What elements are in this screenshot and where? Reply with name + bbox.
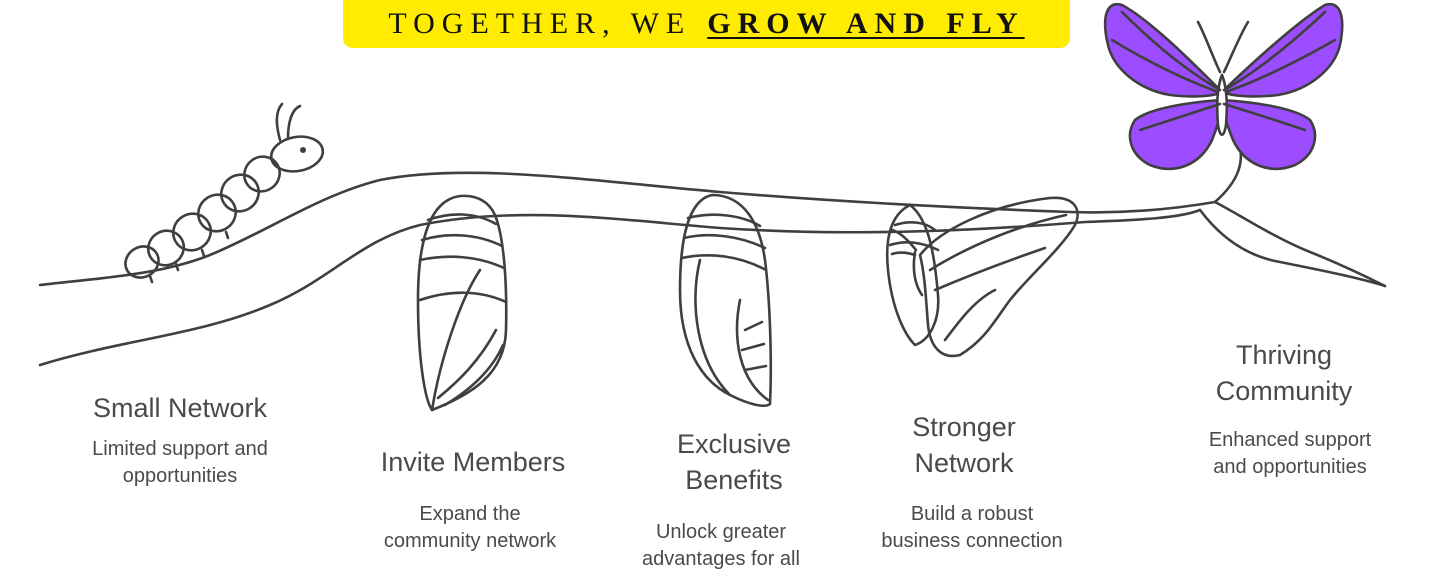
stage-3-title: Exclusive Benefits (624, 426, 844, 498)
stage-4-description: Build a robust business connection (852, 501, 1092, 555)
banner-emphasis-text: GROW AND FLY (707, 7, 1025, 40)
stage-2-title: Invite Members (363, 444, 583, 480)
stage-1-title: Small Network (70, 390, 290, 426)
stage-1-desc-line: opportunities (122, 465, 238, 487)
banner-lead-text: TOGETHER, WE (388, 7, 692, 40)
stage-2-description: Expand the community network (350, 501, 590, 555)
chrysalis-icon (416, 194, 508, 412)
stage-3-title-line: Benefits (685, 465, 783, 495)
stage-3-description: Unlock greater advantages for all (601, 519, 841, 573)
stage-3-desc-line: Unlock greater (655, 521, 787, 543)
stage-4-desc-line: Build a robust (910, 503, 1034, 525)
chrysalis-emerging-icon (678, 193, 773, 407)
stage-5-title: Thriving Community (1174, 337, 1394, 409)
stage-1-description: Limited support and opportunities (60, 436, 300, 490)
stage-4-desc-line: business connection (881, 530, 1063, 552)
butterfly-emerging-icon (885, 196, 1079, 358)
stage-2-desc-line: Expand the (419, 503, 521, 525)
stage-4-title-line: Network (914, 448, 1014, 478)
stage-5-title-line: Thriving (1235, 340, 1333, 370)
stage-2-desc-line: community network (383, 530, 557, 552)
stage-5-desc-line: and opportunities (1213, 456, 1367, 478)
stage-5-description: Enhanced support and opportunities (1170, 427, 1410, 481)
purple-butterfly-icon (1103, 2, 1344, 171)
stage-5-desc-line: Enhanced support (1208, 429, 1372, 451)
header-banner: TOGETHER, WE GROW AND FLY (343, 0, 1070, 48)
stage-2-title-line: Invite Members (380, 447, 566, 477)
stage-3-title-line: Exclusive (676, 429, 792, 459)
stage-5-title-line: Community (1215, 376, 1353, 406)
branch-icon (38, 138, 1387, 367)
stage-1-title-line: Small Network (92, 393, 268, 423)
stage-3-desc-line: advantages for all (642, 548, 800, 570)
stage-4-title-line: Stronger (912, 412, 1016, 442)
stage-4-title: Stronger Network (854, 409, 1074, 481)
caterpillar-icon (124, 102, 325, 284)
stage-1-desc-line: Limited support and (92, 438, 268, 460)
